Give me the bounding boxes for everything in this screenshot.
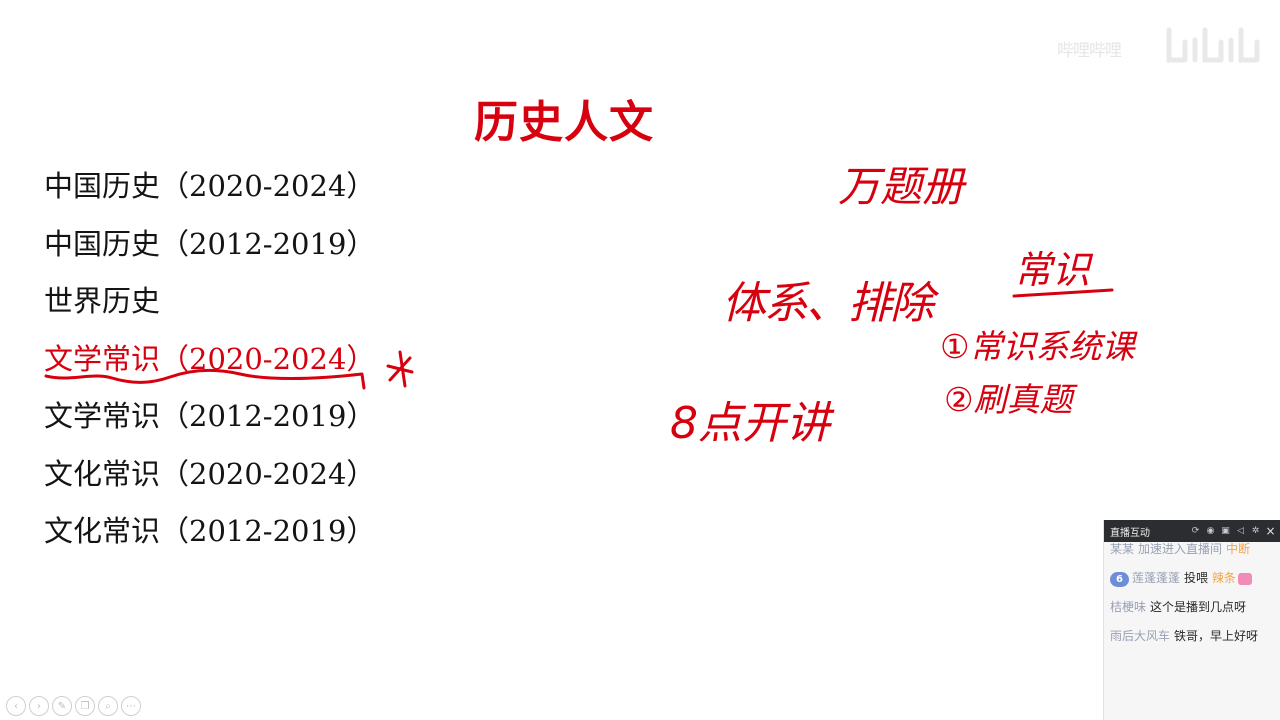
topic-item: 中国历史（2020-2024） [44, 169, 376, 203]
chat-text: 加速进入直播间 [1138, 542, 1223, 556]
mute-icon[interactable]: ◉ [1206, 526, 1215, 536]
chat-text: 这个是播到几点呀 [1150, 600, 1247, 614]
star-mark-icon [386, 350, 414, 388]
chat-username[interactable]: 雨后大风车 [1110, 629, 1171, 643]
volume-icon[interactable]: ◁ [1237, 526, 1244, 536]
chat-text: 铁哥，早上好呀 [1174, 629, 1259, 643]
chat-username[interactable]: 莲蓬蓬蓬 [1131, 571, 1180, 585]
note-underline [1012, 288, 1114, 298]
previous-icon[interactable]: ‹ [6, 696, 26, 716]
chat-message: 桔梗味这个是播到几点呀 [1110, 599, 1274, 616]
note-item2: ②刷真题 [944, 380, 1079, 419]
topic-item: 世界历史 [44, 284, 161, 318]
note-time: 8点开讲 [670, 398, 835, 449]
chat-text: 投喂 [1183, 571, 1208, 585]
topic-item: 文学常识（2012-2019） [44, 399, 376, 433]
presentation-toolbar: ‹ › ✎ ❐ ⌕ ⋯ [6, 696, 141, 718]
zoom-icon[interactable]: ⌕ [98, 696, 118, 716]
gift-icon [1237, 572, 1252, 585]
live-panel-title: 直播互动 [1110, 527, 1150, 539]
note-line1-b: 常识 [1014, 248, 1094, 292]
chat-message: 雨后大风车铁哥，早上好呀 [1110, 628, 1274, 645]
bilibili-watermark: 哔哩哔哩 [1055, 22, 1260, 68]
settings-icon[interactable]: ✲ [1251, 526, 1260, 536]
topic-item: 文化常识（2012-2019） [44, 514, 376, 548]
note-item1: ①常识系统课 [940, 327, 1139, 366]
note-line1-a: 体系、排除 [722, 278, 940, 329]
topic-list: 中国历史（2020-2024） 中国历史（2012-2019） 世界历史 文学常… [44, 164, 375, 567]
topic-item: 中国历史（2012-2019） [44, 226, 376, 261]
lock-icon[interactable]: ▣ [1221, 526, 1230, 536]
chat-message: 某某加速进入直播间中断 [1110, 541, 1274, 558]
topic-item-highlighted: 文学常识（2020-2024） [44, 341, 376, 376]
live-panel-header: 直播互动 ⟳ ◉ ▣ ◁ ✲ × [1104, 520, 1280, 542]
topic-item: 文化常识（2020-2024） [44, 456, 376, 491]
refresh-icon[interactable]: ⟳ [1191, 526, 1200, 536]
chat-username[interactable]: 桔梗味 [1110, 600, 1147, 614]
note-title: 万题册 [838, 162, 967, 211]
bilibili-logo-icon [1166, 27, 1260, 63]
slide-title: 历史人文 [474, 97, 654, 148]
fan-level-badge: 6 [1110, 572, 1129, 587]
chat-note: 中断 [1226, 542, 1251, 556]
chat-username[interactable]: 某某 [1110, 542, 1135, 556]
more-icon[interactable]: ⋯ [121, 696, 141, 716]
watermark-text: 哔哩哔哩 [1057, 41, 1122, 61]
close-icon[interactable]: × [1265, 524, 1276, 538]
next-icon[interactable]: › [29, 696, 49, 716]
pen-icon[interactable]: ✎ [52, 696, 72, 716]
copy-icon[interactable]: ❐ [75, 696, 95, 716]
gift-name: 辣条 [1211, 571, 1236, 585]
